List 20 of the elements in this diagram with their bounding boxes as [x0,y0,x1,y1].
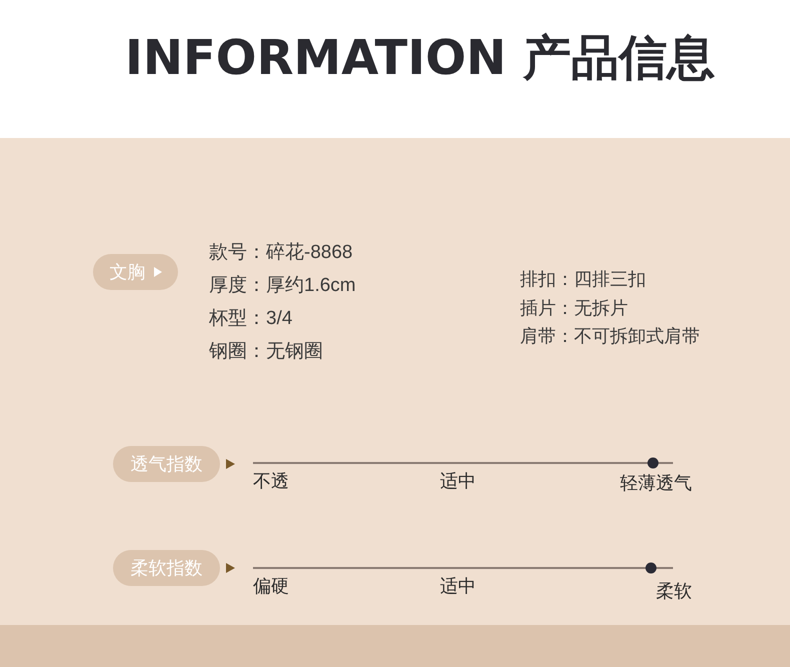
title: INFORMATION 产品信息 [124,29,716,88]
pill-label: 文胸 [110,260,146,284]
spec-text: 款号：碎花-8868 [209,241,353,265]
scale-label: 柔软 [656,580,692,603]
scale-label: 适中 [440,470,476,493]
pill-label: 柔软指数 [130,556,202,580]
scale-label: 偏硬 [253,575,289,598]
category-pill [93,254,178,290]
pill-label: 透气指数 [130,452,202,476]
category-pill [113,550,220,586]
spec-text: 插片：无拆片 [520,297,628,320]
spec-text: 排扣：四排三扣 [520,268,646,291]
scale-label: 适中 [440,575,476,598]
spec-text: 厚度：厚约1.6cm [209,274,356,298]
scale-label: 轻薄透气 [620,472,692,495]
spec-text: 肩带：不可拆卸式肩带 [520,325,700,348]
category-pill [113,446,220,482]
spec-text: 杯型：3/4 [209,307,292,331]
scale-label: 不透 [253,470,289,493]
spec-text: 钢圈：无钢圈 [209,340,323,364]
